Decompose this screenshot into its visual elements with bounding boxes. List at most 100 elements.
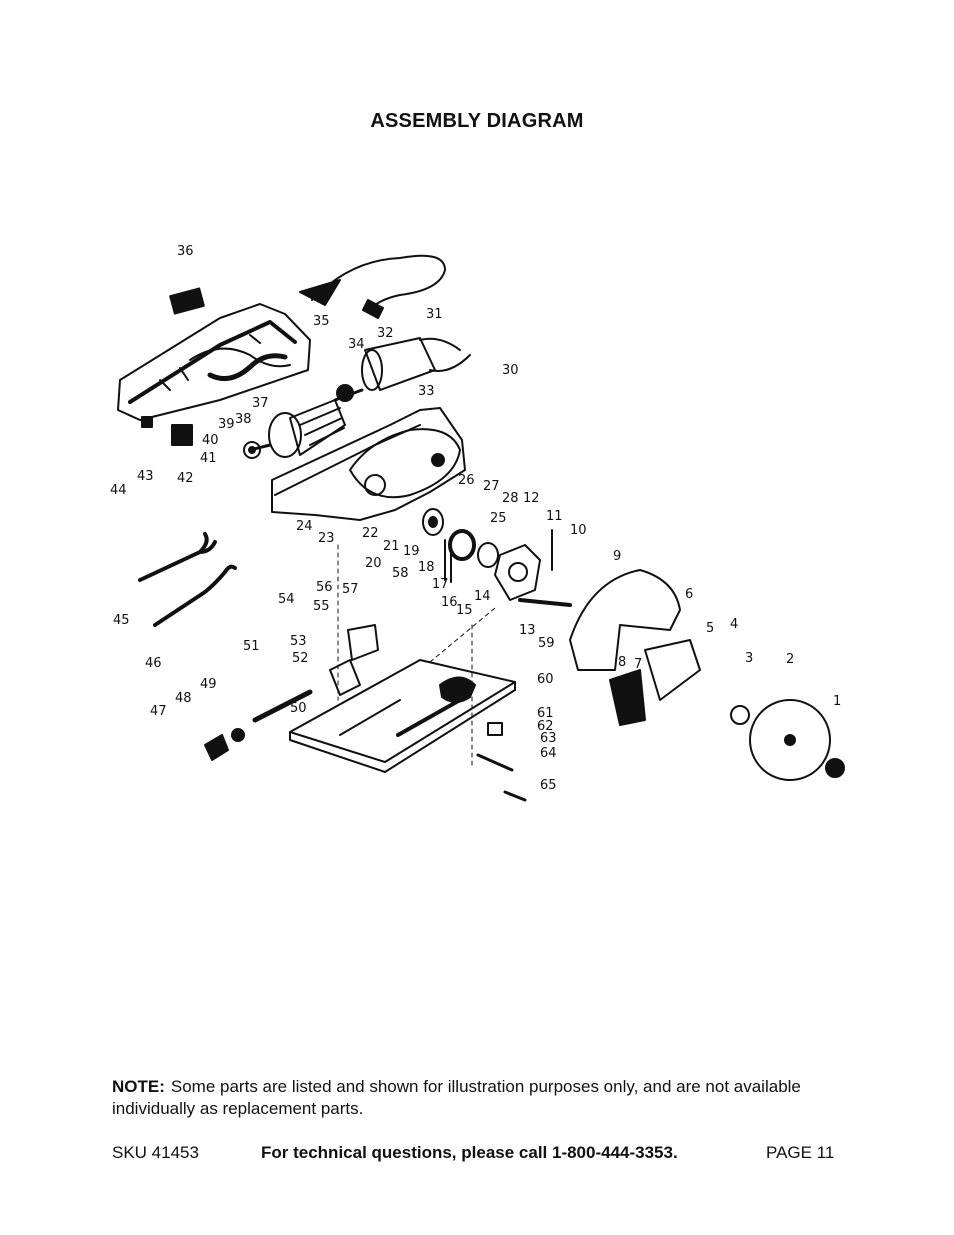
bearing-inner [248,446,256,454]
callout-59: 59 [538,636,555,651]
callout-37: 37 [252,396,269,411]
gear-housing [271,407,466,521]
callout-31: 31 [426,307,443,322]
callout-9: 9 [613,549,621,564]
gear [422,508,444,536]
callout-3: 3 [745,651,753,666]
callout-35: 35 [313,314,330,329]
outer-flange [730,705,750,725]
callout-47: 47 [150,704,167,719]
callout-40: 40 [202,433,219,448]
gear-case-cover [494,544,541,601]
callout-32: 32 [377,326,394,341]
callout-56: 56 [316,580,333,595]
callout-10: 10 [570,523,587,538]
callout-7: 7 [634,657,642,672]
callout-1: 1 [833,694,841,709]
callout-23: 23 [318,531,335,546]
callout-64: 64 [540,746,557,761]
callout-15: 15 [456,603,473,618]
callout-13: 13 [519,623,536,638]
stator [361,337,471,391]
callout-6: 6 [685,587,693,602]
bearing [243,441,261,459]
callout-18: 18 [418,560,435,575]
guard-arm [644,639,701,701]
bearing-14 [477,542,499,568]
callout-65: 65 [540,778,557,793]
callout-27: 27 [483,479,500,494]
bolt-65 [503,790,527,802]
callout-4: 4 [730,617,738,632]
spindle [518,598,572,607]
callout-60: 60 [537,672,554,687]
power-cord [299,254,446,319]
brush [141,416,153,428]
label-plate [169,287,205,315]
callout-42: 42 [177,471,194,486]
callout-22: 22 [362,526,379,541]
callout-43: 43 [137,469,154,484]
base-plate [289,659,516,773]
callout-53a: 53 [290,634,307,649]
lead-screw [252,689,313,723]
callout-33: 33 [418,384,435,399]
rear-housing [117,303,311,421]
wrench-46 [153,564,237,627]
callout-16: 16 [441,595,458,610]
callout-39: 39 [218,417,235,432]
footer-help-line: For technical questions, please call 1-8… [261,1143,678,1162]
blade-guard [569,569,681,726]
callout-34: 34 [348,337,365,352]
assembly-diagram: 1 2 3 4 5 6 7 8 9 10 11 12 13 14 15 16 1… [110,244,845,802]
pivot [347,624,379,661]
handle-knob [204,734,229,761]
note-label: NOTE: [112,1077,165,1096]
wheel-hub [784,734,796,746]
callout-58: 58 [392,566,409,581]
callout-21: 21 [383,539,400,554]
vise-jaw [329,659,361,696]
callout-2: 2 [786,652,794,667]
callout-61: 61 [537,706,554,721]
callout-24: 24 [296,519,313,534]
foot [439,676,476,703]
callout-57: 57 [342,582,359,597]
part-callouts: 1 2 3 4 5 6 7 8 9 10 11 12 13 14 15 16 1… [110,244,841,793]
callout-26: 26 [458,473,475,488]
callout-20: 20 [365,556,382,571]
callout-12: 12 [523,491,540,506]
callout-8: 8 [618,655,626,670]
callout-36: 36 [177,244,194,259]
callout-49: 49 [200,677,217,692]
callout-55: 55 [313,599,330,614]
callout-51: 51 [243,639,260,654]
callout-5: 5 [706,621,714,636]
note-text: Some parts are listed and shown for illu… [112,1077,801,1118]
callout-28: 28 [502,491,519,506]
gear-hub [428,516,438,528]
callout-44: 44 [110,483,127,498]
knob-nut [231,728,245,742]
callout-19: 19 [403,544,420,559]
wheel-nut [825,758,845,778]
assembly-lines [337,544,496,766]
callout-11: 11 [546,509,563,524]
foot-61 [487,722,503,736]
callout-17: 17 [432,577,449,592]
callout-25: 25 [490,511,507,526]
footer-sku: SKU 41453 [112,1143,199,1162]
footer-page-number: PAGE 11 [766,1143,835,1162]
washer [448,529,476,561]
callout-45: 45 [113,613,130,628]
callout-50: 50 [290,701,307,716]
callout-52: 52 [292,651,309,666]
callout-38: 38 [235,412,252,427]
callout-14: 14 [474,589,491,604]
callout-54: 54 [278,592,295,607]
callout-62: 62 [537,719,554,734]
wrench-45 [138,532,217,582]
note: NOTE:Some parts are listed and shown for… [112,1076,852,1120]
brush-holder [171,424,193,446]
callout-30a: 30 [502,363,519,378]
